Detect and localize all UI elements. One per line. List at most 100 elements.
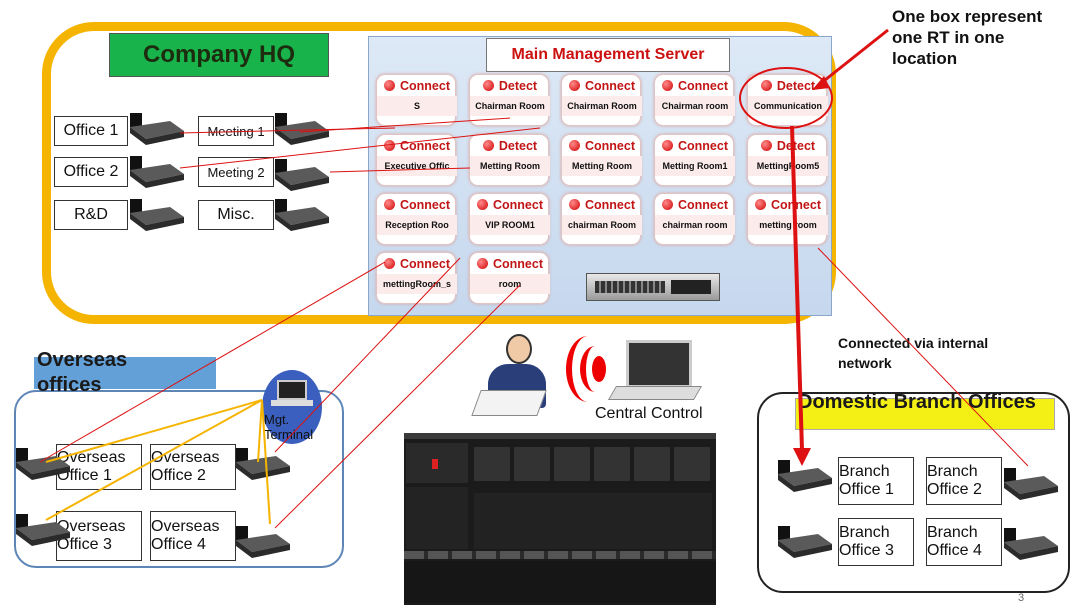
operator-icon — [471, 334, 556, 416]
link-line — [179, 127, 396, 134]
rt-status-button[interactable]: Connect — [562, 137, 642, 154]
router-icon — [778, 526, 832, 558]
rt-status: Connect — [400, 197, 450, 212]
status-dot-icon — [477, 199, 488, 210]
rt-name: metting room — [748, 215, 828, 235]
rt-status: Detect — [776, 138, 816, 153]
router-icon — [130, 199, 184, 231]
laptop-icon — [277, 380, 307, 400]
overseas-office-label: Overseas Office 2 — [150, 444, 236, 490]
hq-office-label: Meeting 2 — [198, 157, 274, 187]
rt-status-button[interactable]: Connect — [562, 77, 642, 94]
overseas-title-bg — [34, 357, 216, 389]
status-dot-icon — [569, 199, 580, 210]
router-icon — [16, 448, 70, 480]
rt-status-button[interactable]: Connect — [470, 255, 550, 272]
rt-name: room — [470, 274, 550, 294]
status-dot-icon — [755, 199, 766, 210]
rt-name: VIP ROOM1 — [470, 215, 550, 235]
rt-status-button[interactable]: Connect — [377, 255, 457, 272]
hq-office-label: Office 1 — [54, 116, 128, 146]
callout-text: One box represent one RT in one location — [892, 7, 1043, 68]
rt-name: mettingRoom_s — [377, 274, 457, 294]
router-icon — [236, 526, 290, 558]
control-software-screenshot — [404, 433, 716, 605]
status-dot-icon — [569, 80, 580, 91]
rt-status: Connect — [585, 78, 635, 93]
rt-status: Connect — [678, 78, 728, 93]
overseas-office-label: Overseas Office 4 — [150, 511, 236, 561]
rt-name: MettingRoom5 — [748, 156, 828, 176]
rt-status: Connect — [493, 256, 543, 271]
rt-status-button[interactable]: Connect — [377, 196, 457, 213]
status-dot-icon — [384, 140, 395, 151]
status-dot-icon — [384, 258, 395, 269]
branch-office-label: Branch Office 4 — [926, 518, 1002, 566]
status-dot-icon — [760, 80, 772, 91]
link-line — [817, 247, 1029, 467]
rt-status: Connect — [400, 78, 450, 93]
rt-status: Connect — [678, 197, 728, 212]
router-icon — [130, 156, 184, 188]
rt-name: Chairman Room — [470, 96, 550, 116]
connected-note: Connected via internal network — [838, 335, 989, 371]
server-rack-icon — [586, 273, 720, 301]
status-dot-icon — [384, 80, 395, 91]
overseas-link — [45, 399, 263, 463]
rt-status: Connect — [585, 138, 635, 153]
rt-status: Detect — [498, 138, 538, 153]
branch-office-label: Branch Office 2 — [926, 457, 1002, 505]
router-icon — [275, 113, 329, 145]
rt-box[interactable]: Connect mettingRoom_s — [376, 252, 457, 304]
rt-status-button[interactable]: Connect — [377, 77, 457, 94]
rt-name: Metting Room — [470, 156, 550, 176]
network-arrow — [790, 125, 804, 451]
rt-status-button[interactable]: Detect — [470, 137, 550, 154]
rt-name: Communication — [748, 96, 828, 116]
rt-status-button[interactable]: Connect — [562, 196, 642, 213]
router-icon — [275, 159, 329, 191]
branch-office-label: Branch Office 1 — [838, 457, 914, 505]
router-icon — [778, 460, 832, 492]
rt-status: Connect — [400, 256, 450, 271]
router-icon — [236, 448, 290, 480]
domestic-title-bg — [795, 398, 1055, 430]
rt-status-button[interactable]: Detect — [748, 137, 828, 154]
mgt-terminal-label: Mgt. Terminal — [264, 412, 314, 442]
rt-name: Metting Room — [562, 156, 642, 176]
link-line — [274, 257, 461, 453]
rt-status-button[interactable]: Detect — [470, 77, 550, 94]
rt-status-button[interactable]: Connect — [655, 77, 735, 94]
rt-status-button[interactable]: Connect — [655, 196, 735, 213]
overseas-link — [261, 399, 271, 525]
rt-status-button[interactable]: Connect — [655, 137, 735, 154]
status-dot-icon — [482, 80, 494, 91]
link-line — [329, 167, 471, 173]
rt-name: Chairman room — [655, 96, 735, 116]
status-dot-icon — [662, 140, 673, 151]
branch-office-label: Branch Office 3 — [838, 518, 914, 566]
rt-name: S — [377, 96, 457, 116]
central-control-label: Central Control — [595, 405, 703, 422]
rt-status-button[interactable]: Detect — [748, 77, 828, 94]
status-dot-icon — [482, 140, 494, 151]
overseas-link — [45, 399, 263, 521]
broadcast-icon — [562, 334, 612, 404]
rt-status-button[interactable]: Connect — [470, 196, 550, 213]
arrow-head-icon — [793, 448, 811, 466]
